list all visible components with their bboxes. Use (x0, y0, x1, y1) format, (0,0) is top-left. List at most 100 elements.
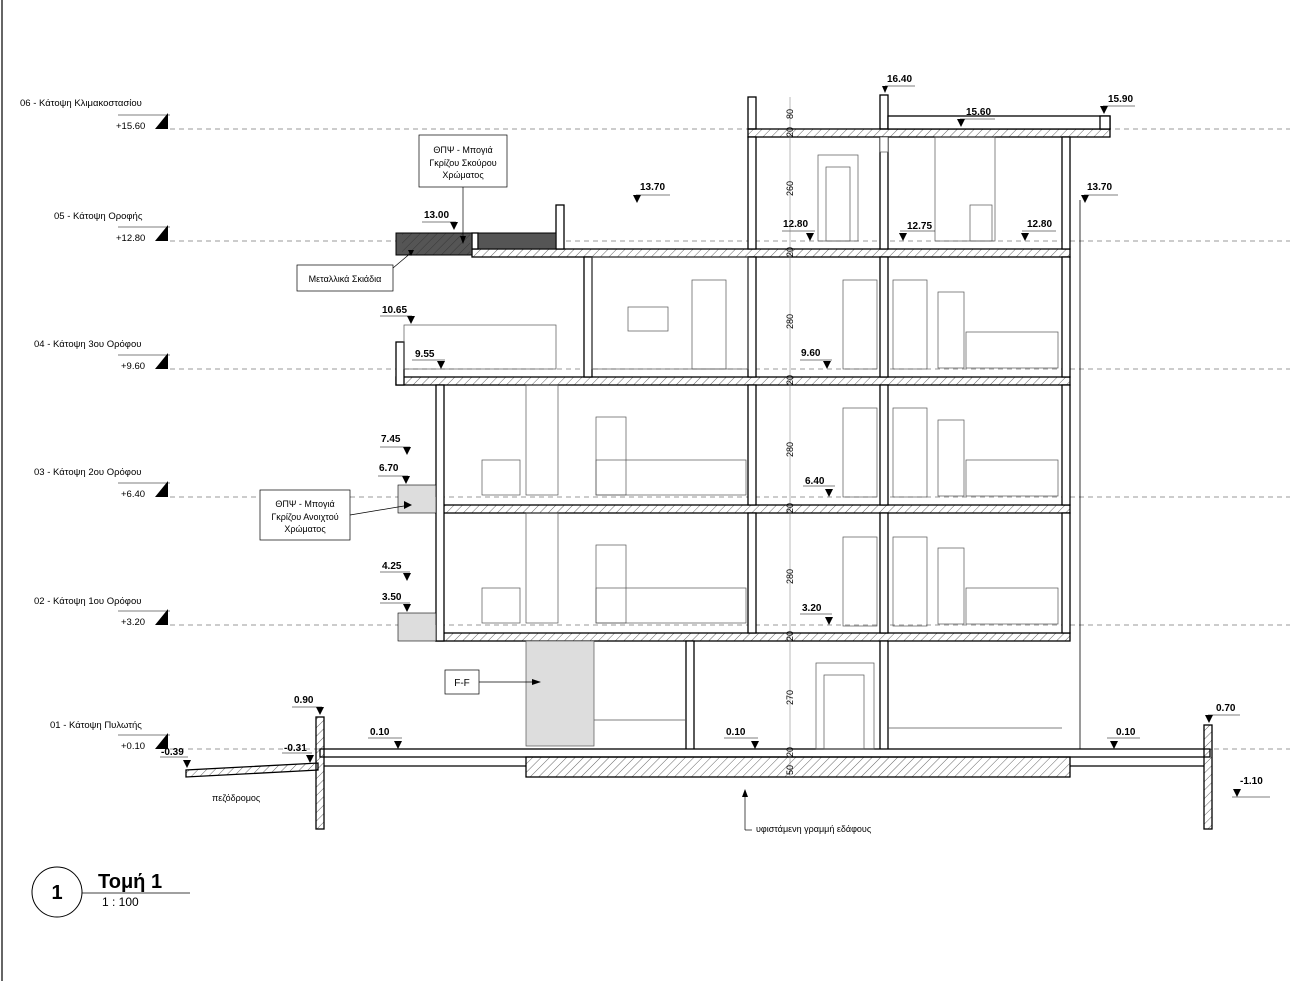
callout-louvres-text: Μεταλλικά Σκιάδια (309, 274, 382, 284)
level-03: 03 - Κάτοψη 2ου Ορόφου +6.40 (34, 467, 170, 500)
elevation-arrow-icon (1205, 715, 1213, 723)
view-title: Τομή 1 (98, 871, 162, 893)
elev-label: -0.31 (284, 743, 307, 754)
elev-label: 15.90 (1108, 94, 1133, 105)
elevation-arrow-icon (1021, 233, 1029, 241)
dim-280-c: 280 (785, 569, 795, 584)
interior-details (403, 136, 1062, 750)
elevation-arrow-icon (1110, 741, 1118, 749)
elevation-arrow-icon (450, 222, 458, 230)
elev-label: 0.90 (294, 695, 314, 706)
dim-20-f: 20 (785, 747, 795, 757)
dim-20-e: 20 (785, 631, 795, 641)
callout-dark-line-1: ΘΠΨ - Μπογιά (433, 145, 492, 155)
elev-4-25: 4.25 (380, 561, 411, 581)
elev-label: 3.50 (382, 592, 402, 603)
elevation-arrow-icon (306, 755, 314, 763)
level-05: 05 - Κάτοψη Οροφής +12.80 (54, 211, 170, 244)
elev-9-60: 9.60 (800, 348, 832, 369)
elev-13-70-roof: 13.70 (633, 182, 670, 203)
elevation-arrow-icon (806, 233, 814, 241)
leader-arrow-icon (404, 501, 412, 509)
elevation-arrow-icon (633, 195, 641, 203)
elev-label: 0.10 (370, 727, 390, 738)
elevation-arrow-icon (183, 760, 191, 768)
level-02-value: +3.20 (121, 617, 145, 628)
elev-label: -1.10 (1240, 776, 1263, 787)
dim-260: 260 (785, 181, 795, 196)
elev-minus-0-31: -0.31 (282, 743, 314, 763)
elev-9-55: 9.55 (412, 349, 445, 369)
elev-13-70-stair: 13.70 (1081, 182, 1118, 203)
level-06: 06 - Κάτοψη Κλιμακοστασίου +15.60 (20, 98, 170, 132)
section-tag-ff: F-F (444, 669, 541, 695)
dim-20-a: 20 (785, 127, 795, 137)
level-04: 04 - Κάτοψη 3ου Ορόφου +9.60 (34, 339, 170, 372)
elevation-arrow-icon (394, 741, 402, 749)
dim-20-c: 20 (785, 375, 795, 385)
elev-15-60: 15.60 (957, 107, 995, 127)
level-05-marker-icon (155, 225, 168, 241)
ground-line-note: υφιστάμενη γραμμή εδάφους (742, 789, 872, 834)
dim-270: 270 (785, 690, 795, 705)
elev-label: 4.25 (382, 561, 402, 572)
elevation-arrow-icon (825, 617, 833, 625)
elev-12-80-a: 12.80 (782, 219, 815, 241)
elev-label: 0.70 (1216, 703, 1236, 714)
elevation-arrow-icon (823, 361, 831, 369)
building-structure (185, 94, 1213, 830)
callout-light-line-3: Χρώματος (284, 524, 326, 534)
callout-dark-line-3: Χρώματος (442, 170, 484, 180)
callout-light-line-1: ΘΠΨ - Μπογιά (275, 499, 334, 509)
level-04-value: +9.60 (121, 361, 145, 372)
elevation-arrow-icon (1081, 195, 1089, 203)
dim-80: 80 (785, 109, 795, 119)
leader-arrow-icon (742, 789, 748, 797)
elev-6-70: 6.70 (378, 463, 410, 484)
elev-label: 6.70 (379, 463, 399, 474)
callout-dark-line-2: Γκρίζου Σκούρου (429, 158, 496, 168)
elev-label: 9.55 (415, 349, 435, 360)
section-tag-text: F-F (454, 678, 470, 689)
elev-label: 0.10 (1116, 727, 1136, 738)
elev-label: 13.70 (640, 182, 665, 193)
elev-label: 12.75 (907, 221, 932, 232)
elev-label: 3.20 (802, 603, 822, 614)
elev-label: 16.40 (887, 74, 912, 85)
elev-0-10-c: 0.10 (1107, 727, 1140, 749)
elev-minus-1-10: -1.10 (1232, 776, 1270, 798)
elev-0-10-a: 0.10 (368, 727, 402, 749)
elev-label: 12.80 (783, 219, 808, 230)
level-04-name: 04 - Κάτοψη 3ου Ορόφου (34, 339, 141, 350)
level-01-value: +0.10 (121, 741, 145, 752)
elev-label: 9.60 (801, 348, 821, 359)
elev-label: 15.60 (966, 107, 991, 118)
elevation-arrow-icon (1100, 106, 1108, 114)
title-block: 1 Τομή 1 1 : 100 (31, 866, 190, 918)
level-02-name: 02 - Κάτοψη 1ου Ορόφου (34, 596, 141, 607)
elev-label: 13.70 (1087, 182, 1112, 193)
level-01: 01 - Κάτοψη Πυλωτής +0.10 (50, 720, 170, 752)
level-02: 02 - Κάτοψη 1ου Ορόφου +3.20 (34, 596, 170, 628)
elevation-arrow-icon (882, 86, 888, 93)
dim-50: 50 (785, 765, 795, 775)
leader-arrow-icon (532, 679, 541, 685)
level-06-marker-icon (155, 113, 168, 129)
elev-0-70: 0.70 (1205, 703, 1240, 723)
callout-light-tiles: ΘΠΨ - Μπογιά Γκρίζου Ανοιχτού Χρώματος (259, 489, 412, 541)
elev-minus-0-39: -0.39 (160, 747, 191, 768)
elevation-arrow-icon (437, 361, 445, 369)
level-03-name: 03 - Κάτοψη 2ου Ορόφου (34, 467, 141, 478)
elev-label: 0.10 (726, 727, 746, 738)
view-scale: 1 : 100 (102, 895, 139, 909)
dim-280-a: 280 (785, 314, 795, 329)
level-06-name: 06 - Κάτοψη Κλιμακοστασίου (20, 98, 142, 109)
elevation-arrow-icon (403, 573, 411, 581)
sidewalk-label: πεζόδρομος (212, 793, 261, 803)
view-number-circle (31, 866, 83, 918)
dim-20-d: 20 (785, 503, 795, 513)
elev-3-50: 3.50 (380, 592, 411, 612)
elevation-arrow-icon (825, 489, 833, 497)
elevation-arrow-icon (407, 316, 415, 324)
